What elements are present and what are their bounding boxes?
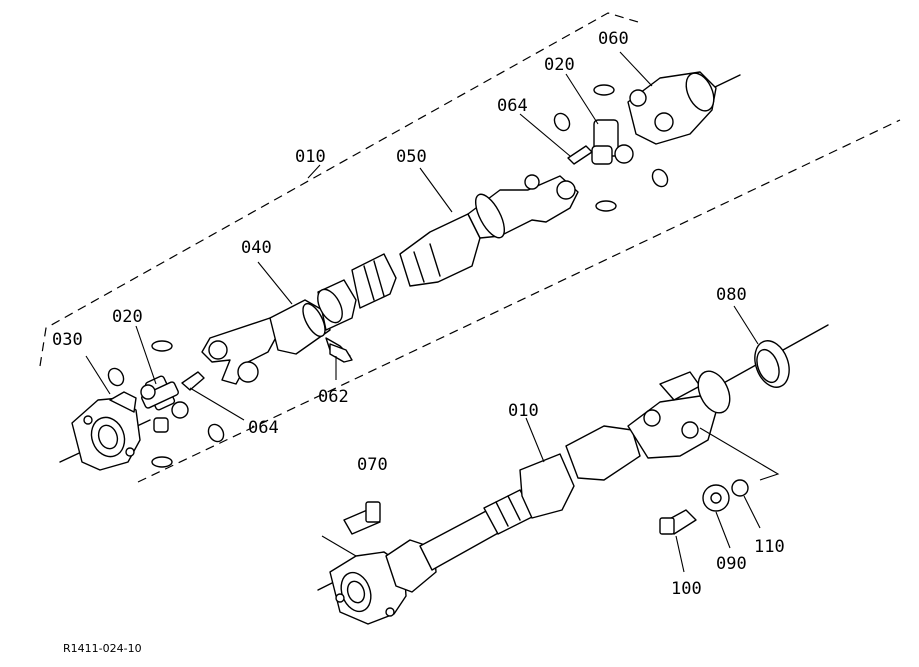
yoke-tube-040 (201, 299, 351, 385)
cross-spider-left (107, 340, 225, 468)
label-100: 100 (671, 579, 702, 599)
label-050: 050 (396, 147, 427, 167)
label-020-upper: 020 (544, 55, 575, 75)
part-labels: 010 040 050 060 020 064 020 030 062 064 … (52, 29, 785, 655)
cross-spider-right (553, 84, 669, 212)
label-090: 090 (716, 554, 747, 574)
label-110: 110 (754, 537, 785, 557)
seal-ring-080 (754, 340, 790, 388)
label-010-upper: 010 (295, 147, 326, 167)
drawing-reference: R1411-024-10 (63, 642, 142, 655)
grease-nipple (329, 343, 353, 363)
propeller-shaft-assembly (329, 370, 731, 625)
label-060: 060 (598, 29, 629, 49)
label-062: 062 (318, 387, 349, 407)
label-064-upper: 064 (497, 96, 528, 116)
label-064-lower: 064 (248, 418, 279, 438)
end-yoke-060 (627, 71, 717, 145)
label-080: 080 (716, 285, 747, 305)
sleeve-and-spline (317, 253, 397, 331)
fastener-set (659, 479, 749, 535)
label-010-lower: 010 (508, 401, 539, 421)
assembly-group-frame (39, 12, 901, 483)
shaft-yoke-050 (399, 174, 579, 287)
label-040: 040 (241, 238, 272, 258)
leader-lines (85, 51, 780, 573)
label-070: 070 (357, 455, 388, 475)
flange-yoke-left (71, 391, 141, 471)
label-030: 030 (52, 330, 83, 350)
bolt-070 (343, 501, 381, 535)
label-020-left: 020 (112, 307, 143, 327)
